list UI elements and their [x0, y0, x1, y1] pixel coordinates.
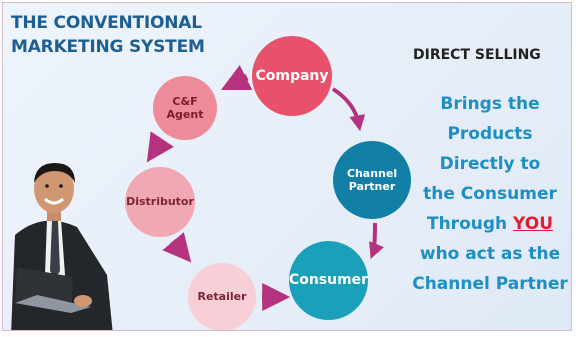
node-retailer: Retailer: [188, 263, 256, 330]
arrow-channel-partner-to-consumer: [369, 222, 384, 259]
direct-selling-line: the Consumer: [423, 184, 557, 204]
direct-selling-line: Brings the: [440, 94, 540, 114]
node-channel-partner-label-line2: Partner: [348, 180, 396, 193]
direct-selling-heading: DIRECT SELLING: [413, 47, 541, 63]
arrow-cf-agent-to-distributor: [146, 131, 174, 163]
direct-selling-line: Directly to: [439, 154, 541, 174]
direct-selling-you: YOU: [513, 214, 554, 234]
node-channel-partner: Channel Partner: [333, 141, 411, 219]
node-cf-agent-label-line1: C&F: [172, 94, 198, 108]
node-consumer: Consumer: [289, 241, 368, 320]
direct-selling-through: Through: [426, 214, 508, 234]
businessman-illustration: [11, 163, 113, 330]
slide: THE CONVENTIONAL MARKETING SYSTEM: [2, 2, 572, 331]
node-company-label: Company: [255, 67, 329, 84]
diagram-title-line2: MARKETING SYSTEM: [11, 37, 205, 57]
arrow-company-to-cf-agent: [220, 64, 253, 91]
direct-selling-through-line: Through YOU: [407, 209, 571, 239]
node-consumer-label: Consumer: [288, 272, 369, 289]
node-retailer-label: Retailer: [197, 290, 247, 304]
node-distributor: Distributor: [125, 167, 195, 237]
direct-selling-line: who act as the: [419, 244, 561, 264]
direct-selling-text: Brings the Products Directly to the Cons…: [407, 89, 571, 299]
node-channel-partner-label-line1: Channel: [346, 166, 398, 180]
arrow-distributor-to-retailer: [162, 232, 192, 263]
arrow-company-to-channel-partner: [331, 87, 366, 132]
flow-arrows: [146, 64, 384, 311]
diagram-title-line1: THE CONVENTIONAL: [11, 13, 202, 33]
node-cf-agent: C&F Agent: [153, 76, 217, 140]
laptop-icon: [15, 267, 91, 313]
node-distributor-label: Distributor: [126, 195, 194, 209]
node-cf-agent-label-line2: Agent: [166, 108, 204, 121]
direct-selling-line: Channel Partner: [412, 274, 568, 294]
direct-selling-line: Products: [447, 124, 533, 144]
diagram-title: THE CONVENTIONAL MARKETING SYSTEM: [11, 11, 205, 59]
node-company: Company: [252, 36, 332, 116]
